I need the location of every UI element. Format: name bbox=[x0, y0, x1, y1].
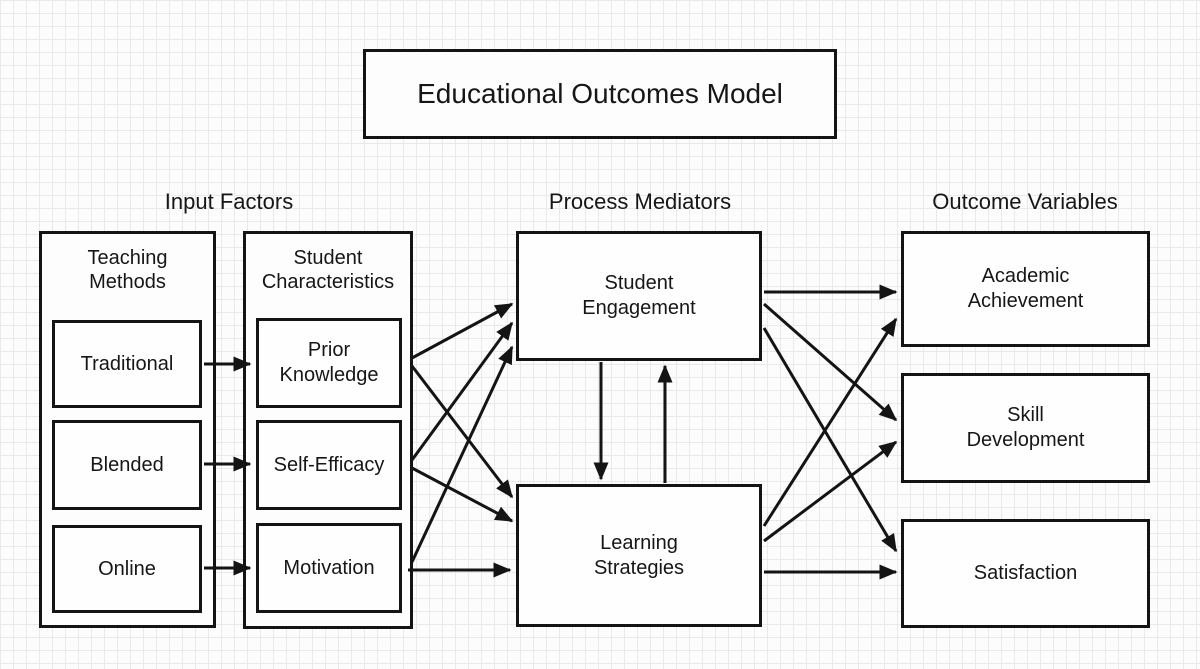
group-teaching-methods-label: Teaching Methods bbox=[87, 247, 168, 293]
title-box: Educational Outcomes Model bbox=[363, 49, 837, 139]
node-skill-development: Skill Development bbox=[901, 373, 1150, 483]
column-header-outcome-variables: Outcome Variables bbox=[932, 189, 1118, 214]
edge-student-engagement-to-skill-development bbox=[763, 302, 898, 422]
column-header-process-mediators: Process Mediators bbox=[548, 189, 732, 214]
node-academic-achievement: Academic Achievement bbox=[901, 231, 1150, 347]
node-traditional: Traditional bbox=[52, 320, 202, 408]
node-self-efficacy-label: Self-Efficacy bbox=[273, 453, 385, 476]
node-academic-achievement-label: Academic Achievement bbox=[967, 265, 1084, 312]
node-blended-label: Blended bbox=[90, 453, 164, 476]
node-skill-development-label: Skill Development bbox=[966, 404, 1085, 451]
node-online-label: Online bbox=[98, 557, 156, 580]
node-learning-strategies: Learning Strategies bbox=[516, 484, 762, 627]
edge-learning-strategies-to-skill-development bbox=[763, 440, 898, 543]
edge-learning-strategies-to-academic-achievement bbox=[762, 317, 898, 527]
node-blended: Blended bbox=[52, 420, 202, 510]
node-prior-knowledge-label: Prior Knowledge bbox=[279, 339, 379, 386]
edge-prior-knowledge-to-student-engagement bbox=[411, 302, 514, 360]
edge-prior-knowledge-to-learning-strategies bbox=[410, 365, 514, 499]
node-motivation: Motivation bbox=[256, 523, 402, 613]
node-traditional-label: Traditional bbox=[80, 352, 174, 375]
edge-self-efficacy-to-learning-strategies bbox=[411, 466, 514, 523]
node-learning-strategies-label: Learning Strategies bbox=[593, 531, 685, 579]
node-prior-knowledge: Prior Knowledge bbox=[256, 318, 402, 408]
node-satisfaction: Satisfaction bbox=[901, 519, 1150, 628]
node-online: Online bbox=[52, 525, 202, 613]
node-self-efficacy: Self-Efficacy bbox=[256, 420, 402, 510]
node-satisfaction-label: Satisfaction bbox=[973, 562, 1078, 584]
node-motivation-label: Motivation bbox=[283, 556, 375, 579]
edge-student-engagement-to-satisfaction bbox=[762, 327, 898, 553]
node-student-engagement: Student Engagement bbox=[516, 231, 762, 361]
edge-motivation-to-student-engagement bbox=[410, 345, 514, 563]
group-student-characteristics-label: Student Characteristics bbox=[261, 247, 395, 293]
column-header-input-factors: Input Factors bbox=[164, 189, 294, 214]
edge-self-efficacy-to-student-engagement bbox=[410, 321, 514, 461]
node-student-engagement-label: Student Engagement bbox=[582, 272, 696, 319]
diagram-title: Educational Outcomes Model bbox=[417, 78, 783, 109]
